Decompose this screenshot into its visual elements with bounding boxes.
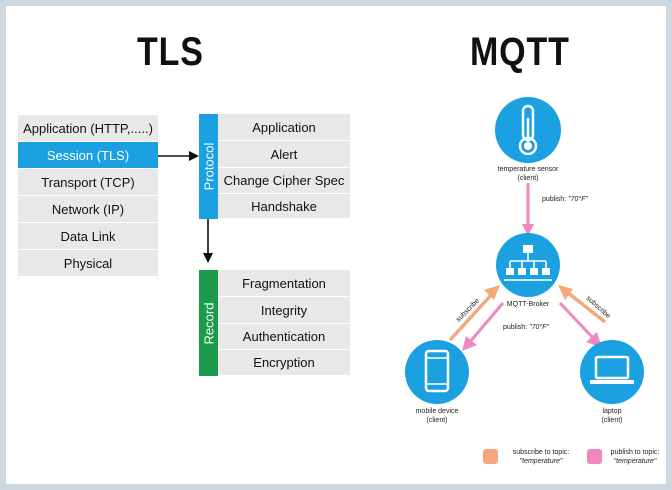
subscribe-arrow-laptop — [558, 285, 607, 324]
stack-layer-session: Session (TLS) — [18, 142, 158, 169]
laptop-label: laptop — [602, 408, 622, 415]
record-item-fragmentation: Fragmentation — [218, 270, 350, 297]
legend-publish-topic: "temperature" — [613, 458, 657, 465]
legend-subscribe-topic: "temperature" — [519, 458, 563, 465]
protocol-label: Protocol — [199, 114, 218, 219]
record-label: Record — [199, 270, 218, 376]
publish-label-bottom: publish: "70°F" — [503, 324, 549, 331]
stack-layer-transport: Transport (TCP) — [18, 169, 158, 196]
stack-layer-network: Network (IP) — [18, 196, 158, 223]
mobile-sub-label: (client) — [426, 417, 448, 424]
publish-arrow-broker-to-mobile — [462, 302, 505, 351]
legend-publish-swatch — [587, 449, 602, 464]
laptop-icon — [580, 340, 644, 404]
protocol-to-record-arrow — [203, 219, 213, 263]
stack-layer-physical: Physical — [18, 250, 158, 277]
record-item-integrity: Integrity — [218, 297, 350, 324]
sensor-sub-label: (client) — [517, 175, 539, 182]
subscribe-arrow-mobile — [448, 285, 500, 342]
legend-subscribe-swatch — [483, 449, 498, 464]
sensor-label: temperature sensor — [497, 166, 559, 173]
publish-label-top: publish: "70°F" — [542, 196, 588, 203]
thermometer-icon — [495, 97, 561, 163]
publish-arrow-sensor-to-broker — [522, 183, 534, 236]
mqtt-title: MQTT — [470, 30, 570, 74]
protocol-item-alert: Alert — [218, 141, 350, 168]
session-to-protocol-arrow — [158, 151, 199, 161]
stack-layer-datalink: Data Link — [18, 223, 158, 250]
broker-network-icon — [496, 233, 560, 297]
record-item-authentication: Authentication — [218, 324, 350, 350]
laptop-sub-label: (client) — [601, 417, 623, 424]
broker-label: MQTT-Broker — [506, 301, 550, 308]
mobile-label: mobile device — [415, 408, 459, 415]
record-item-encryption: Encryption — [218, 350, 350, 376]
protocol-item-handshake: Handshake — [218, 194, 350, 219]
legend-subscribe-text: subscribe to topic: — [512, 449, 570, 456]
mobile-phone-icon — [405, 340, 469, 404]
protocol-item-change-cipher-spec: Change Cipher Spec — [218, 168, 350, 194]
tls-title: TLS — [137, 30, 204, 74]
stack-layer-application: Application (HTTP,.....) — [18, 115, 158, 142]
protocol-item-application: Application — [218, 114, 350, 141]
legend-publish-text: publish to topic: — [610, 449, 660, 456]
